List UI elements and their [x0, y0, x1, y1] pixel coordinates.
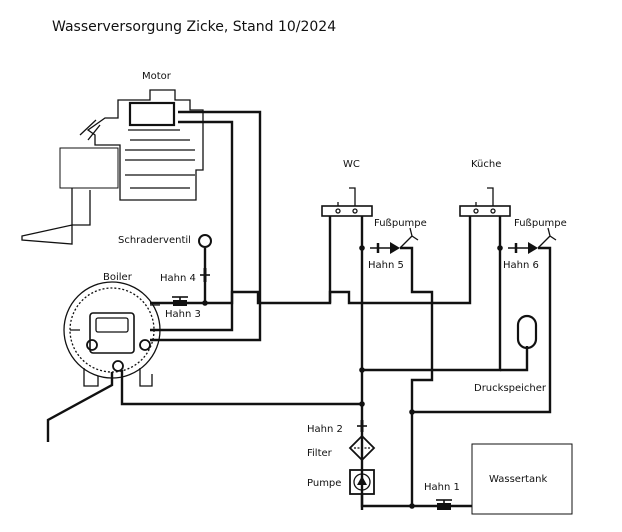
- pipe-to-tank: [360, 494, 472, 508]
- wassertank-box: [471, 443, 573, 515]
- label-hahn4: Hahn 4: [160, 273, 196, 284]
- fusspumpe-kueche-icon: [508, 227, 557, 254]
- wc-sink-icon: [321, 187, 373, 217]
- pipe-kueche-hot: [363, 216, 472, 305]
- pipe-motor-to-boiler-2: [150, 120, 234, 332]
- label-kueche: Küche: [471, 159, 501, 170]
- label-filter: Filter: [307, 448, 333, 459]
- label-fusspumpe-kueche: Fußpumpe: [514, 218, 567, 229]
- filter-icon: [348, 434, 376, 462]
- pipe-boiler-hot-out: [150, 290, 363, 305]
- pipe-boiler-cold-in: [120, 370, 362, 406]
- label-hahn3: Hahn 3: [165, 309, 201, 320]
- label-druckspeicher: Druckspeicher: [474, 383, 547, 394]
- label-wc: WC: [343, 159, 360, 170]
- diagram-title: Wasserversorgung Zicke, Stand 10/2024: [52, 19, 336, 35]
- label-hahn6: Hahn 6: [503, 260, 539, 271]
- valve-hahn4-icon: [200, 268, 210, 282]
- valve-hahn2-icon: [357, 420, 367, 432]
- pipe-boiler-drain: [46, 372, 114, 442]
- label-motor: Motor: [142, 71, 172, 82]
- valve-hahn3-icon: [172, 296, 188, 306]
- boiler-icon: [63, 281, 161, 387]
- label-fusspumpe-wc: Fußpumpe: [374, 218, 427, 229]
- pump-icon: [349, 469, 375, 495]
- label-wassertank: Wassertank: [489, 474, 547, 485]
- pipe-motor-to-boiler-1: [150, 110, 262, 342]
- druckspeicher-icon: [516, 314, 538, 350]
- label-hahn1: Hahn 1: [424, 482, 460, 493]
- fusspumpe-wc-icon: [370, 227, 419, 254]
- label-hahn2: Hahn 2: [307, 424, 343, 435]
- valve-hahn1-icon: [436, 499, 452, 510]
- label-schraderventil: Schraderventil: [118, 235, 191, 246]
- pipe-fusspumpe-kueche: [412, 246, 552, 414]
- label-pumpe: Pumpe: [307, 478, 341, 489]
- label-hahn5: Hahn 5: [368, 260, 404, 271]
- label-boiler: Boiler: [103, 272, 133, 283]
- pipe-fusspumpe-wc: [400, 246, 434, 412]
- engine-icon: [21, 89, 204, 245]
- pipe-druckspeicher: [500, 346, 529, 372]
- kitchen-sink-icon: [459, 187, 511, 217]
